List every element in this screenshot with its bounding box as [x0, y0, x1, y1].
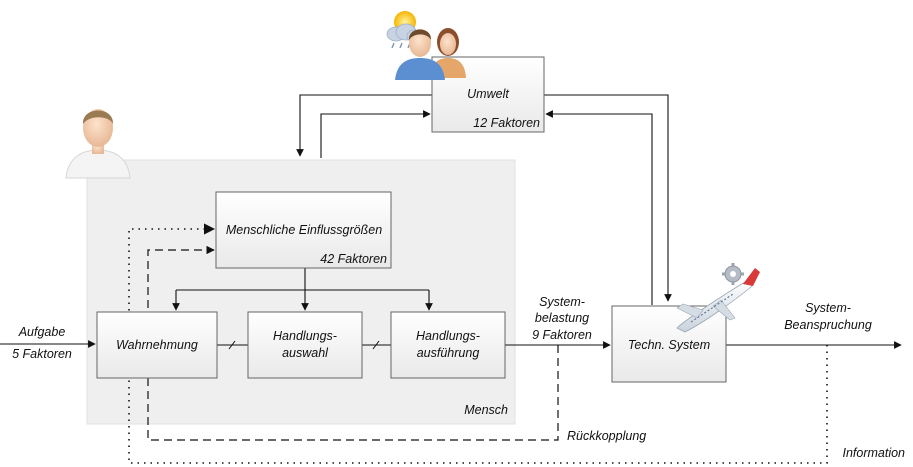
information-line: [128, 223, 828, 464]
rueckkopplung-line: [147, 245, 559, 441]
aufgabe-factors: 5 Faktoren: [12, 347, 72, 361]
belastung-factors: 9 Faktoren: [532, 328, 592, 342]
group-weather-icon: [386, 11, 466, 80]
wahrnehmung-title: Wahrnehmung: [116, 338, 198, 352]
mensch-to-umwelt-arrow: [320, 110, 431, 158]
einfluss-box: Menschliche Einflussgrößen 42 Faktoren: [215, 191, 392, 269]
techn-title: Techn. System: [628, 338, 710, 352]
auswahl-box: Handlungs- auswahl: [247, 311, 363, 379]
connector-ticks: [228, 340, 380, 350]
information-label: Information: [842, 446, 905, 460]
auswahl-line1: Handlungs-: [273, 329, 337, 343]
ausfuehrung-line1: Handlungs-: [416, 329, 480, 343]
techn-to-umwelt-arrow: [545, 110, 653, 305]
einfluss-title: Menschliche Einflussgrößen: [226, 223, 382, 237]
beanspruchung-label-2: Beanspruchung: [784, 318, 872, 332]
einfluss-factors: 42 Faktoren: [320, 252, 387, 266]
umwelt-factors: 12 Faktoren: [473, 116, 540, 130]
ausfuehrung-line2: ausführung: [417, 346, 480, 360]
wahrnehmung-box: Wahrnehmung: [96, 311, 218, 379]
umwelt-to-techn-arrow: [544, 94, 672, 302]
belastung-label-1: System-: [539, 295, 585, 309]
belastung-label-2: belastung: [535, 311, 589, 325]
umwelt-title: Umwelt: [467, 87, 509, 101]
umwelt-to-mensch-arrow: [296, 94, 432, 157]
airplane-gear-icon: [676, 263, 760, 333]
auswahl-line2: auswahl: [282, 346, 329, 360]
ausfuehrung-box: Handlungs- ausführung: [390, 311, 506, 379]
person-icon: [65, 109, 131, 179]
beanspruchung-label-1: System-: [805, 301, 851, 315]
aufgabe-label: Aufgabe: [18, 325, 66, 339]
mensch-label: Mensch: [464, 403, 508, 417]
rueckkopplung-label: Rückkopplung: [567, 429, 646, 443]
